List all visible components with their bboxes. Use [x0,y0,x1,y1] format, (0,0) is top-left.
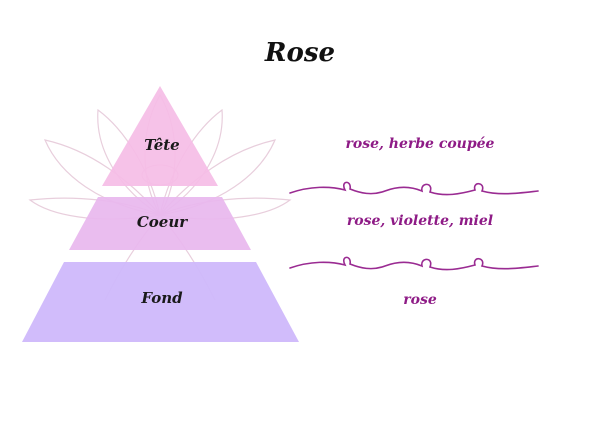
notes-heart: rose, violette, miel [346,213,494,229]
pyramid-tier-base [22,262,299,342]
pyramid-tier-top [102,86,218,186]
tier-label-top: Tête [144,136,180,154]
page-title: Rose [264,38,336,68]
notes-top: rose, herbe coupée [345,136,495,152]
swirl-flourish-icon [289,181,539,196]
pyramid-tier-heart [69,197,251,250]
tier-label-base: Fond [141,289,183,307]
tier-label-heart: Coeur [136,213,188,231]
swirl-flourish-icon [289,256,539,271]
notes-base: rose [403,292,437,308]
